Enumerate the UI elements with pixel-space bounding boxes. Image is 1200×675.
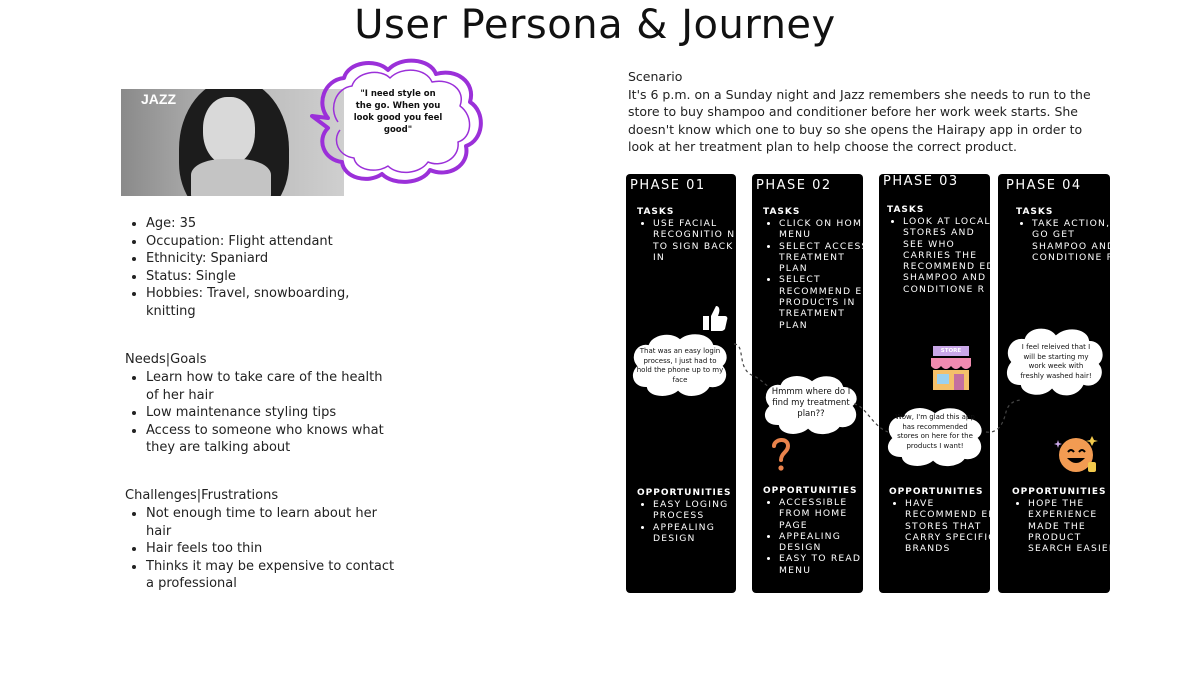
task-item: Look at local stores and see who carries…: [903, 216, 990, 295]
opportunity-item: Appealing design: [779, 531, 863, 554]
opportunities-label: OPPORTUNITIES: [889, 487, 984, 497]
need-item: Access to someone who knows what they ar…: [146, 422, 386, 457]
store-icon: [931, 346, 971, 390]
opportunity-item: Accessible from home page: [779, 497, 863, 531]
opportunities-label: OPPORTUNITIES: [1012, 487, 1107, 497]
challenge-item: Hair feels too thin: [146, 540, 396, 558]
persona-detail-item: Status: Single: [146, 268, 386, 286]
challenges-heading: Challenges|Frustrations: [125, 488, 279, 503]
challenge-item: Not enough time to learn about her hair: [146, 505, 396, 540]
needs-list: Learn how to take care of the health of …: [124, 369, 386, 457]
opportunities-label: OPPORTUNITIES: [637, 488, 732, 498]
speech-bubble-icon: [310, 58, 483, 184]
connector-arrow: [733, 343, 769, 387]
thought-text: That was an easy login process, I just h…: [636, 347, 724, 384]
phase-title: PHASE 04: [1006, 178, 1082, 193]
opportunities-list: Easy loging processAppealing design: [639, 499, 736, 544]
tasks-list: Use facial recognitio n to sign back in: [639, 218, 736, 263]
thumbs-up-icon: [703, 306, 728, 331]
opportunities-list: Hope the experience made the product sea…: [1014, 498, 1110, 554]
opportunities-list: Accessible from home pageAppealing desig…: [765, 497, 863, 576]
task-item: Select access treatment plan: [779, 241, 863, 275]
store-sign: STORE: [940, 348, 962, 354]
challenge-item: Thinks it may be expensive to contact a …: [146, 558, 396, 593]
opportunity-item: Easy loging process: [653, 499, 736, 522]
thought-text: Hmmm where do I find my treatment plan??: [771, 387, 851, 419]
tasks-label: TASKS: [637, 207, 675, 217]
need-item: Low maintenance styling tips: [146, 404, 386, 422]
phase-card-02: PHASE 02 TASKS Click on home menuSelect …: [752, 174, 863, 593]
connector-arrow: [853, 403, 889, 433]
phase-card-04: PHASE 04 TASKS Take action, go get shamp…: [998, 174, 1110, 593]
task-item: Use facial recognitio n to sign back in: [653, 218, 736, 263]
opportunity-item: Easy to read menu: [779, 553, 863, 576]
scenario-text: It's 6 p.m. on a Sunday night and Jazz r…: [628, 86, 1091, 155]
tasks-label: TASKS: [1016, 207, 1054, 217]
persona-quote: "I need style on the go. When you look g…: [353, 89, 443, 135]
opportunities-list: Have recommend ed stores that carry spec…: [891, 498, 990, 554]
opportunity-item: Appealing design: [653, 522, 736, 545]
task-item: Select recommend ed products in treatmen…: [779, 274, 863, 330]
connector-arrow: [985, 399, 1023, 433]
task-item: Click on home menu: [779, 218, 863, 241]
thought-text: I feel releived that I will be starting …: [1020, 343, 1092, 380]
tasks-label: TASKS: [763, 207, 801, 217]
phase-title: PHASE 03: [883, 174, 959, 189]
scenario-block: Scenario It's 6 p.m. on a Sunday night a…: [628, 68, 1098, 156]
task-item: Take action, go get shampoo and conditio…: [1032, 218, 1110, 263]
persona-photo: JAZZ: [121, 89, 344, 196]
opportunity-item: Hope the experience made the product sea…: [1028, 498, 1110, 554]
persona-detail-item: Hobbies: Travel, snowboarding, knitting: [146, 285, 386, 320]
phase-card-01: PHASE 01 TASKS Use facial recognitio n t…: [626, 174, 736, 593]
thought-text: Wow, I'm glad this app has recommended s…: [895, 413, 975, 450]
thought-cloud-icon: [762, 374, 859, 436]
needs-heading: Needs|Goals: [125, 352, 207, 367]
persona-detail-item: Ethnicity: Spaniard: [146, 250, 386, 268]
thought-cloud-icon: [885, 406, 984, 468]
thought-cloud-icon: [1004, 326, 1105, 398]
happy-face-icon: [1054, 436, 1098, 472]
challenges-list: Not enough time to learn about her hairH…: [124, 505, 396, 593]
question-mark-icon: [772, 438, 791, 471]
phase-card-03: PHASE 03 TASKS Look at local stores and …: [879, 174, 990, 593]
tasks-list: Take action, go get shampoo and conditio…: [1018, 218, 1110, 263]
persona-detail-item: Occupation: Flight attendant: [146, 233, 386, 251]
scenario-title: Scenario: [628, 69, 683, 84]
tasks-list: Click on home menuSelect access treatmen…: [765, 218, 863, 331]
persona-details-list: Age: 35Occupation: Flight attendantEthni…: [124, 215, 386, 320]
need-item: Learn how to take care of the health of …: [146, 369, 386, 404]
tasks-list: Look at local stores and see who carries…: [889, 216, 990, 295]
phase-title: PHASE 01: [630, 178, 706, 193]
tasks-label: TASKS: [887, 205, 925, 215]
thought-cloud-icon: [630, 332, 729, 398]
opportunities-label: OPPORTUNITIES: [763, 486, 858, 496]
opportunity-item: Have recommend ed stores that carry spec…: [905, 498, 990, 554]
persona-detail-item: Age: 35: [146, 215, 386, 233]
page-title: User Persona & Journey: [354, 2, 836, 48]
phase-title: PHASE 02: [756, 178, 832, 193]
persona-name: JAZZ: [141, 91, 176, 107]
